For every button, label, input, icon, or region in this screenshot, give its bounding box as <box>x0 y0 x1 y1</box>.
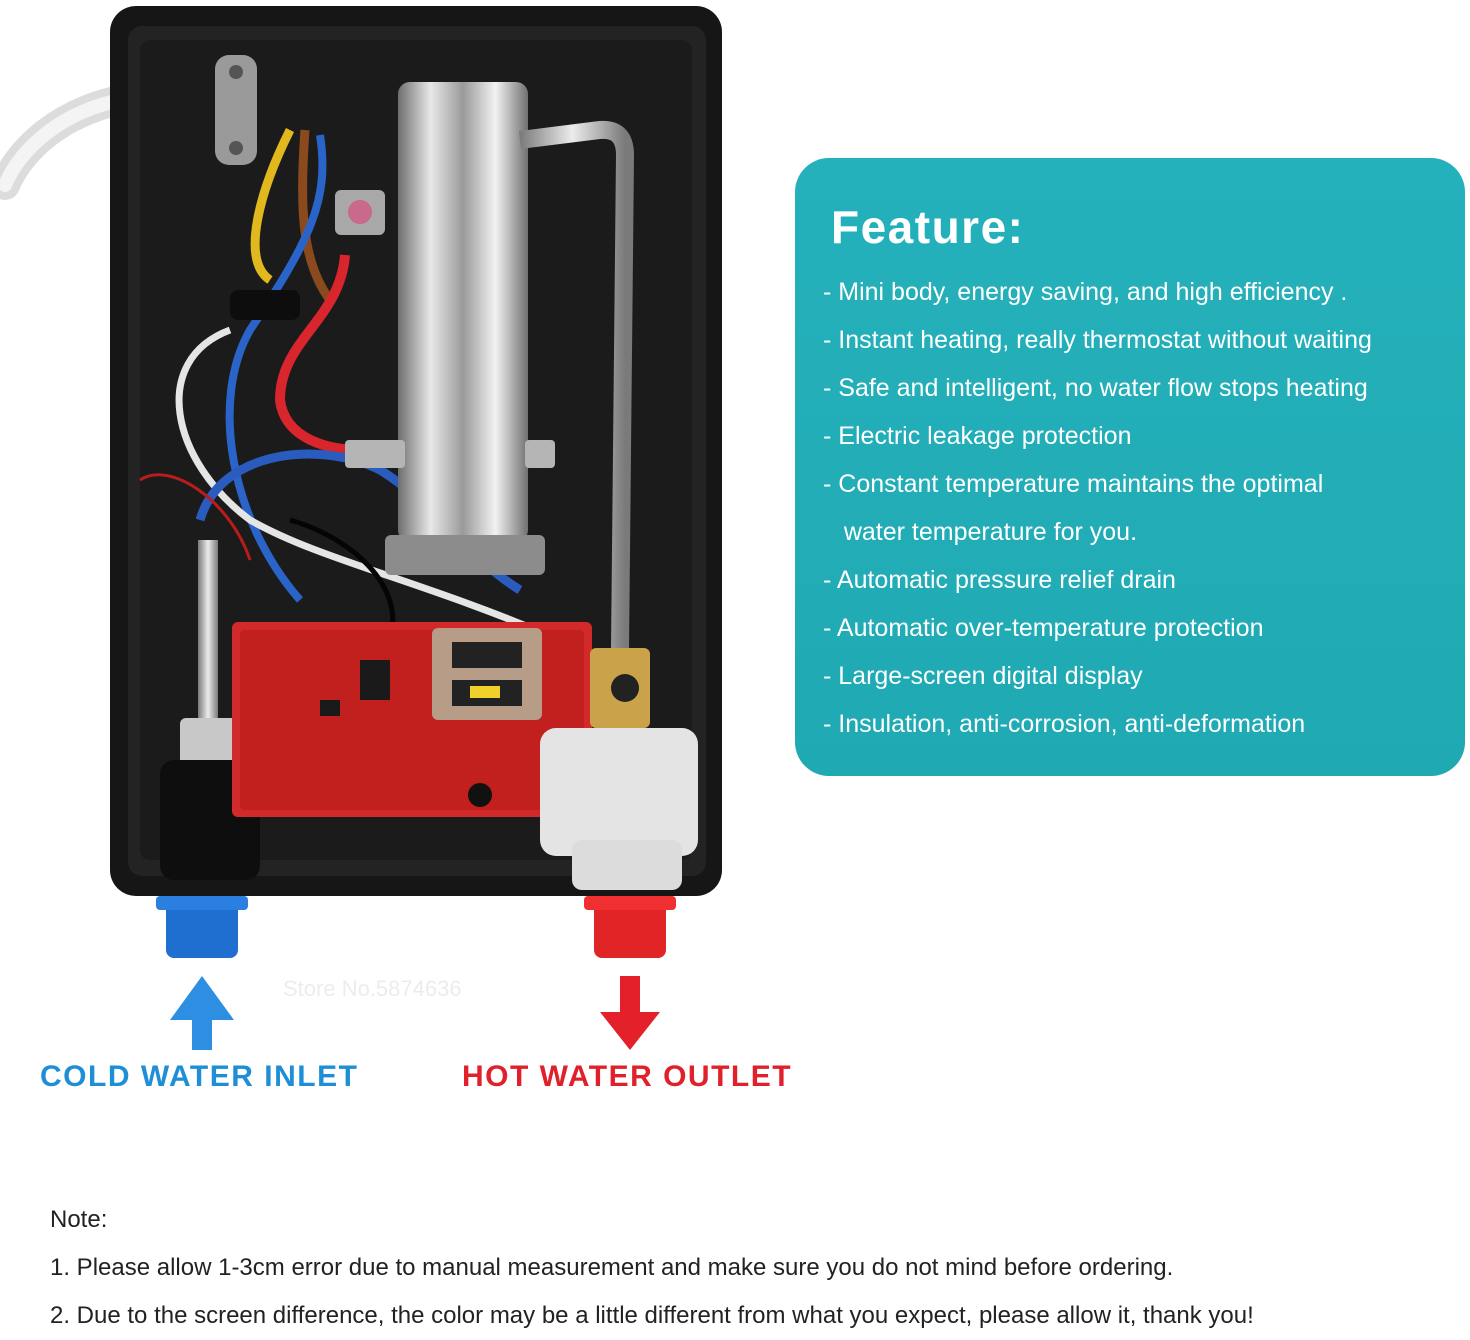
cold-inlet-arrow-icon <box>170 976 234 1050</box>
notes-section: Note: 1. Please allow 1-3cm error due to… <box>50 1196 1254 1340</box>
feature-list: - Mini body, energy saving, and high eff… <box>823 268 1465 748</box>
red-wire <box>274 254 361 455</box>
note-line: 1. Please allow 1-3cm error due to manua… <box>50 1254 1174 1281</box>
feature-panel: Feature: - Mini body, energy saving, and… <box>795 158 1465 776</box>
list-item: - Large-screen digital display <box>823 662 1143 690</box>
note-title: Note: <box>50 1206 108 1233</box>
note-line: 2. Due to the screen difference, the col… <box>50 1302 1254 1329</box>
heating-cylinder <box>398 82 528 542</box>
watermark: Store No.5874636 <box>283 976 462 1001</box>
transformer <box>432 628 542 720</box>
brown-wire <box>298 129 334 303</box>
yellow-wire <box>250 127 295 284</box>
outlet-collar <box>540 728 698 856</box>
list-item: - Instant heating, really thermostat wit… <box>823 326 1372 354</box>
hot-water-outlet-label: HOT WATER OUTLET <box>462 1060 793 1093</box>
list-item: - Automatic pressure relief drain <box>823 566 1176 594</box>
list-item: water temperature for you. <box>823 518 1138 546</box>
thin-red-wire <box>139 473 252 561</box>
list-item: - Mini body, energy saving, and high eff… <box>823 278 1348 306</box>
list-item: - Electric leakage protection <box>823 422 1132 450</box>
cold-connector <box>166 898 238 958</box>
outlet-pipe <box>518 120 635 651</box>
feature-title: Feature: <box>831 201 1025 253</box>
cold-water-inlet-label: COLD WATER INLET <box>40 1060 359 1093</box>
heater-illustration <box>0 6 722 1050</box>
cable-clamp <box>215 55 257 165</box>
list-item: - Automatic over-temperature protection <box>823 614 1264 642</box>
white-wire <box>175 326 562 644</box>
inlet-pipe <box>198 540 218 730</box>
hot-outlet-arrow-icon <box>600 976 660 1050</box>
hot-connector <box>594 898 666 958</box>
list-item: - Constant temperature maintains the opt… <box>823 470 1324 498</box>
list-item: - Insulation, anti-corrosion, anti-defor… <box>823 710 1306 738</box>
list-item: - Safe and intelligent, no water flow st… <box>823 374 1368 402</box>
